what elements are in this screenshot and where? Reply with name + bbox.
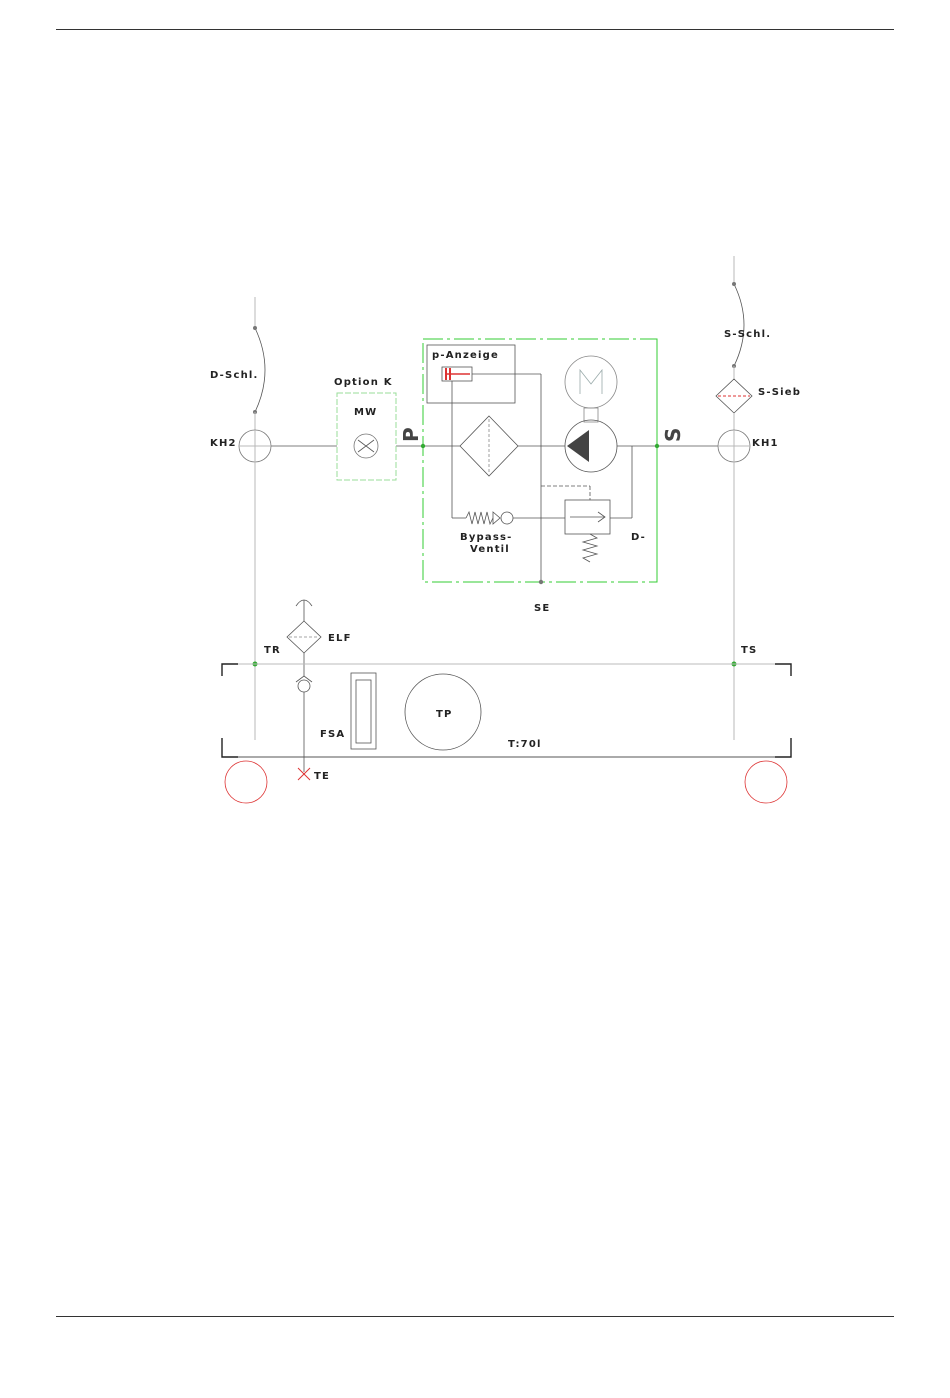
motor-m-symbol	[580, 370, 602, 394]
elf-check-valve-icon	[296, 676, 312, 682]
label-tr: TR	[264, 645, 281, 656]
label-option-k: Option K	[334, 377, 393, 388]
tank-corner-tr	[775, 664, 791, 676]
label-te: TE	[314, 771, 330, 782]
label-bypass: Bypass-	[460, 532, 513, 543]
wheel-right	[745, 761, 787, 803]
label-s: S	[661, 428, 685, 442]
label-p-anzeige: p-Anzeige	[432, 350, 499, 361]
label-kh2: KH2	[210, 438, 237, 449]
elf-check-ball	[298, 680, 310, 692]
pump-triangle-icon	[567, 430, 589, 462]
junction-se	[539, 580, 543, 584]
label-elf: ELF	[328, 633, 352, 644]
bypass-check-ball	[501, 512, 513, 524]
label-ts: TS	[741, 645, 757, 656]
junction-p	[421, 444, 425, 448]
bypass-spring-icon	[466, 512, 493, 524]
fsa-sight-glass	[351, 673, 376, 749]
label-t70l: T:70l	[508, 739, 542, 750]
motor	[565, 356, 617, 408]
label-ventil: Ventil	[470, 544, 510, 555]
tank-corner-bl	[222, 738, 238, 757]
bypass-check-valve-icon	[493, 512, 500, 524]
s-hose	[734, 284, 744, 366]
tank-corner-tl	[222, 664, 238, 676]
junction-s	[655, 444, 659, 448]
label-kh1: KH1	[752, 438, 779, 449]
wheel-left	[225, 761, 267, 803]
relief-spring-icon	[583, 534, 597, 562]
d-hose-end-top	[253, 326, 257, 330]
pump-unit-frame	[423, 339, 657, 582]
label-se: SE	[534, 603, 550, 614]
label-d-schl: D-Schl.	[210, 370, 259, 381]
label-p: P	[399, 427, 423, 442]
label-d-minus: D-	[631, 532, 646, 543]
s-hose-end-top	[732, 282, 736, 286]
label-mw: MW	[354, 407, 377, 418]
mw-flowmeter-symbol	[358, 440, 374, 452]
label-fsa: FSA	[320, 729, 345, 740]
label-s-schl: S-Schl.	[724, 329, 771, 340]
label-tp: TP	[436, 709, 453, 720]
fsa-sight-glass-inner	[356, 680, 371, 743]
label-s-sieb: S-Sieb	[758, 387, 801, 398]
tank-corner-br	[775, 738, 791, 757]
